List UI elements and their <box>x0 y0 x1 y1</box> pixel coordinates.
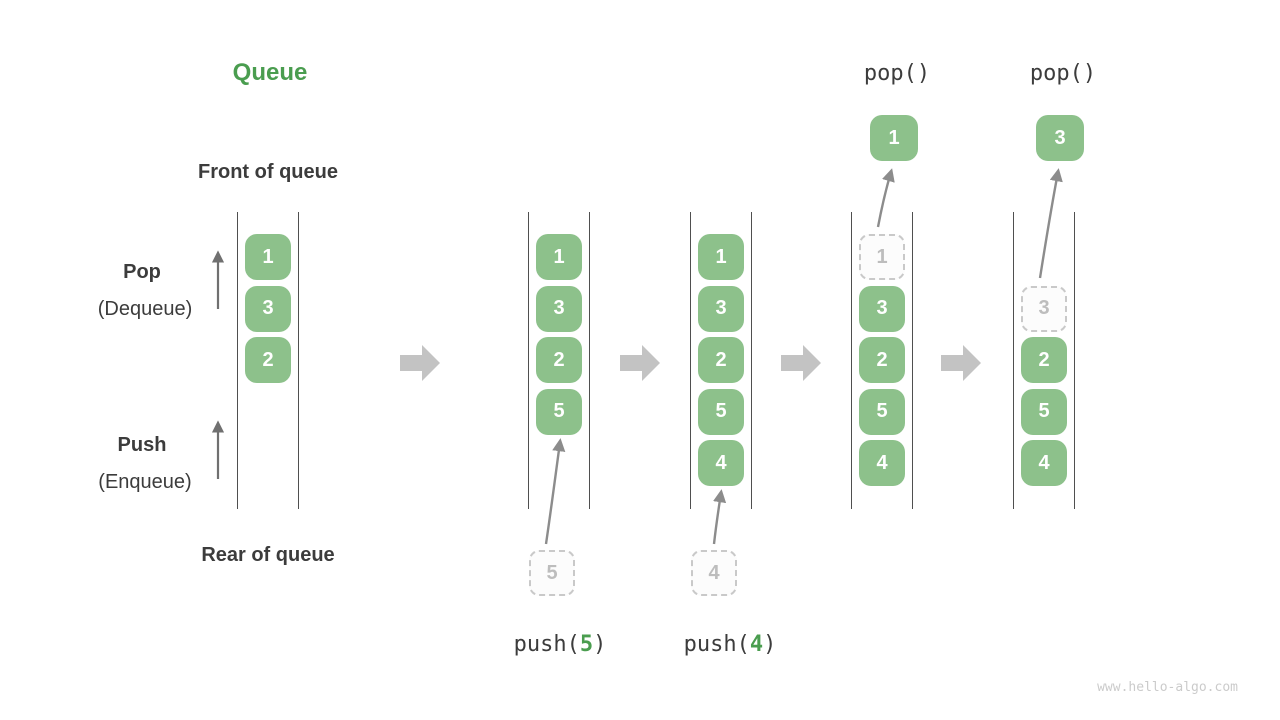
queue-cell: 1 <box>245 234 291 280</box>
pending-push-cell: 5 <box>529 550 575 596</box>
push-op-label: push(5) <box>480 632 640 658</box>
diagram-title: Queue <box>232 59 308 86</box>
op-text: ) <box>763 632 777 657</box>
queue-cell: 2 <box>245 337 291 383</box>
push-label: Push <box>117 434 167 456</box>
flow-arrow-icon <box>781 345 821 381</box>
op-text: push( <box>683 632 750 657</box>
flow-arrow-icon <box>941 345 981 381</box>
queue-cell: 2 <box>536 337 582 383</box>
queue-cell: 1 <box>536 234 582 280</box>
queue-cell: 3 <box>536 285 582 332</box>
queue-rail <box>237 212 299 509</box>
queue-cell: 2 <box>698 337 744 383</box>
rear-of-queue-label: Rear of queue <box>201 544 335 566</box>
flow-arrow-icon <box>400 345 440 381</box>
queue-cell: 4 <box>1021 440 1067 486</box>
queue-cell: 5 <box>698 388 744 435</box>
pop-label: Pop <box>123 261 161 283</box>
op-text: push( <box>513 632 580 657</box>
queue-cell: 3 <box>698 285 744 332</box>
queue-cell: 2 <box>859 337 905 383</box>
push-op-label: push(4) <box>650 632 810 658</box>
queue-cell: 3 <box>245 285 291 332</box>
dequeue-label: (Dequeue) <box>97 298 193 320</box>
op-arg: 5 <box>579 632 594 657</box>
queue-cell-dashed: 1 <box>859 234 905 280</box>
queue-cell: 2 <box>1021 337 1067 383</box>
enqueue-label: (Enqueue) <box>98 471 192 493</box>
queue-rail <box>1013 212 1075 509</box>
pending-push-cell: 4 <box>691 550 737 596</box>
queue-rail <box>851 212 913 509</box>
queue-rail <box>690 212 752 509</box>
queue-cell: 5 <box>859 388 905 435</box>
queue-rail <box>528 212 590 509</box>
queue-cell: 4 <box>698 440 744 486</box>
watermark: www.hello-algo.com <box>1097 680 1238 695</box>
queue-cell: 1 <box>698 234 744 280</box>
popped-cell: 1 <box>870 115 918 161</box>
queue-cell: 5 <box>1021 388 1067 435</box>
popped-cell: 3 <box>1036 115 1084 161</box>
front-of-queue-label: Front of queue <box>198 161 338 183</box>
queue-cell: 3 <box>859 285 905 332</box>
queue-cell: 5 <box>536 388 582 435</box>
op-text: ) <box>593 632 607 657</box>
pop-op-label: pop() <box>863 61 931 86</box>
queue-cell: 4 <box>859 440 905 486</box>
flow-arrow-icon <box>620 345 660 381</box>
op-arg: 4 <box>749 632 764 657</box>
pop-op-label: pop() <box>1029 61 1097 86</box>
queue-cell-dashed: 3 <box>1021 285 1067 332</box>
